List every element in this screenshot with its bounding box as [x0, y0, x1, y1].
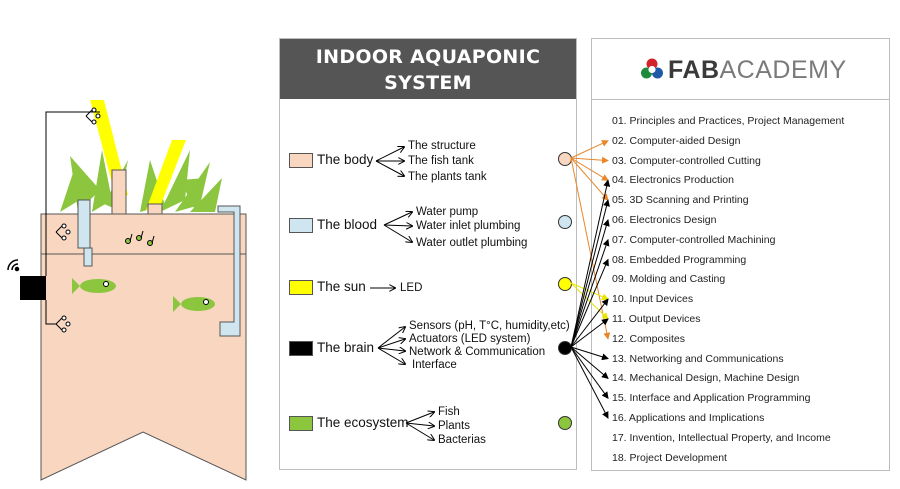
sensor-icons — [55, 107, 101, 333]
module-item: 16. Applications and Implications — [612, 412, 765, 424]
brain-item-interface: Interface — [412, 359, 457, 371]
category-label-body: The body — [317, 152, 374, 167]
module-item: 12. Composites — [612, 332, 685, 345]
bacteria-icon — [125, 230, 155, 246]
fab-logo-text: FABACADEMY — [668, 56, 847, 85]
ecosystem-item-fish: Fish — [438, 406, 460, 418]
aquaponic-illustration — [7, 100, 247, 481]
module-item: 04. Electronics Production — [612, 174, 734, 187]
anatomy-branch-arrows — [370, 39, 576, 469]
sun-swatch — [289, 280, 313, 295]
brain-item-sensors: Sensors (pH, T°C, humidity,etc) — [409, 320, 570, 332]
blood-marker — [558, 215, 572, 229]
blood-swatch — [289, 218, 313, 233]
module-item: 06. Electronics Design — [612, 214, 717, 226]
module-item: 17. Invention, Intellectual Property, an… — [612, 431, 831, 444]
ecosystem-marker — [558, 416, 572, 430]
sun-item-led: LED — [400, 282, 423, 294]
body-swatch — [289, 153, 313, 168]
sun-marker — [558, 277, 572, 291]
body-marker — [558, 152, 572, 166]
ecosystem-item-bacterias: Bacterias — [438, 434, 486, 446]
anatomy-title-line1: INDOOR AQUAPONIC SYSTEM — [315, 46, 541, 94]
water-plumbing — [77, 199, 241, 337]
ecosystem-swatch — [289, 416, 313, 431]
module-item: 18. Project Development — [612, 451, 727, 464]
module-item: 08. Embedded Programming — [612, 253, 747, 266]
module-item: 09. Molding and Casting — [612, 273, 726, 286]
module-item: 13. Networking and Communications — [612, 352, 784, 365]
module-item: 03. Computer-controlled Cutting — [612, 154, 761, 167]
blood-item-inlet: Water inlet plumbing — [416, 220, 521, 232]
brain-item-actuators: Actuators (LED system) — [409, 333, 531, 345]
plant-pots — [111, 169, 163, 215]
blood-item-outlet: Water outlet plumbing — [416, 237, 528, 249]
module-item: 10. Input Devices — [612, 293, 694, 306]
fab-academy-header: FABACADEMY — [592, 39, 889, 100]
category-label-brain: The brain — [317, 340, 375, 355]
body-item-structure: The structure — [408, 140, 476, 152]
category-label-sun: The sun — [317, 279, 366, 294]
module-item: 11. Output Devices — [612, 313, 701, 325]
fab-logo-icon — [641, 58, 663, 79]
wifi-icon — [7, 259, 20, 272]
module-item: 14. Mechanical Design, Machine Design — [612, 372, 800, 385]
module-item: 07. Computer-controlled Machining — [612, 233, 776, 246]
fish-ecosystem — [72, 278, 215, 312]
anatomy-panel: INDOOR AQUAPONIC SYSTEM **GENERAL ANATOM… — [279, 38, 577, 470]
blood-item-pump: Water pump — [416, 206, 479, 218]
anatomy-header: INDOOR AQUAPONIC SYSTEM **GENERAL ANATOM… — [280, 39, 576, 120]
module-item: 02. Computer-aided Design — [612, 134, 741, 147]
fab-academy-panel: FABACADEMY 01. Principles and Practices,… — [591, 38, 890, 471]
module-item: 05. 3D Scanning and Printing — [612, 194, 749, 207]
module-item: 01. Principles and Practices, Project Ma… — [612, 115, 845, 127]
controller-box — [20, 276, 46, 300]
fab-logo-light: ACADEMY — [719, 56, 847, 84]
brain-swatch — [289, 341, 313, 356]
brain-item-network: Network & Communication — [409, 346, 546, 358]
brain-marker — [558, 341, 572, 355]
category-label-ecosystem: The ecosystem — [317, 415, 409, 430]
body-item-plants-tank: The plants tank — [408, 171, 487, 183]
category-label-blood: The blood — [317, 217, 378, 232]
fab-logo-bold: FAB — [668, 56, 720, 84]
anatomy-title-line2: **GENERAL ANATOMY** — [299, 98, 557, 120]
ecosystem-item-plants: Plants — [438, 420, 470, 432]
structure-body — [40, 213, 247, 481]
module-item: 15. Interface and Application Programmin… — [612, 392, 811, 405]
body-item-fish-tank: The fish tank — [408, 155, 474, 167]
